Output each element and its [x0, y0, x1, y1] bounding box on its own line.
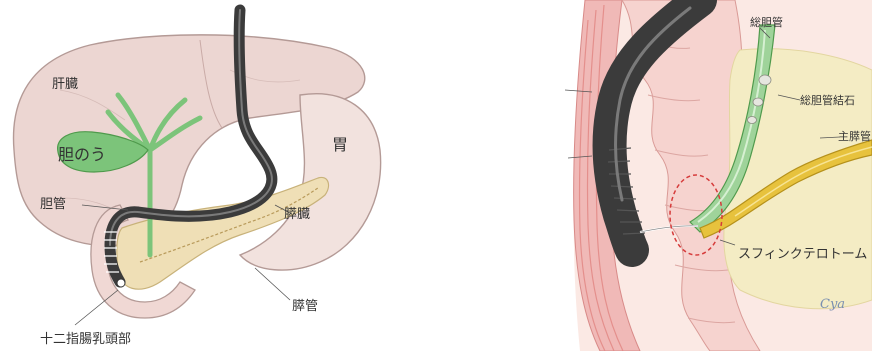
label-bile-duct: 胆管 [40, 197, 66, 212]
label-cbd-stone: 総胆管結石 [800, 93, 855, 107]
label-papilla: 十二指腸乳頭部 [40, 332, 131, 347]
label-liver: 肝臓 [52, 77, 78, 92]
left-panel: 肝臓 胆のう 胆管 胃 膵臓 膵管 十二指腸乳頭部 [14, 10, 381, 347]
artist-signature: Cya [820, 297, 845, 312]
cbd-stone-1 [759, 75, 771, 85]
cbd-stone-2 [753, 98, 763, 106]
label-common-bile-duct: 総胆管 [750, 15, 783, 29]
label-main-pancreatic-duct: 主膵管 [838, 129, 871, 143]
label-pancreas: 膵臓 [284, 207, 310, 222]
papilla-marker [117, 279, 125, 287]
label-sphincterotome: スフィンクテロトーム [738, 247, 867, 262]
right-panel: 総胆管 総胆管結石 主膵管 スフィンクテロトーム Cya [565, 0, 872, 351]
cbd-stone-3 [748, 117, 757, 124]
label-gallbladder: 胆のう [58, 145, 106, 164]
label-stomach: 胃 [332, 135, 348, 154]
label-pancreatic-duct: 膵管 [292, 299, 318, 314]
